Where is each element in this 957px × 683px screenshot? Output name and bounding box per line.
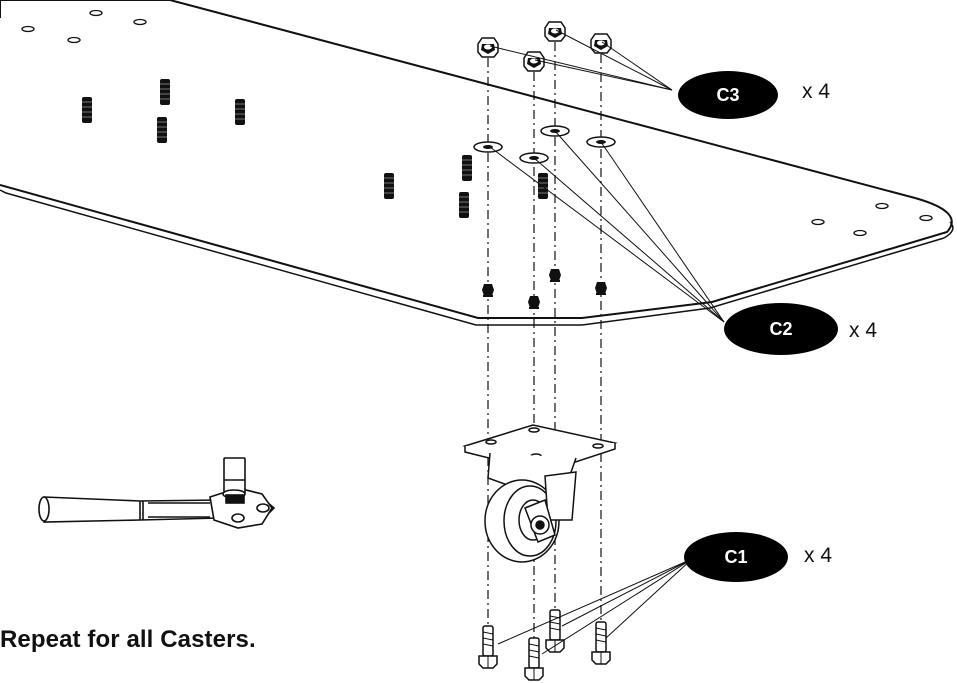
table-top-plate — [0, 0, 954, 326]
callout-c2-quantity: x 4 — [849, 319, 877, 342]
callout-c1-label: C1 — [724, 547, 747, 567]
bolts-c1 — [478, 609, 611, 681]
callout-c1-quantity: x 4 — [804, 544, 832, 567]
callout-c2-label: C2 — [769, 319, 792, 339]
alignment-lines — [487, 42, 602, 665]
caster-wheel — [462, 424, 618, 563]
ratchet-wrench-icon — [38, 457, 276, 529]
callout-leaders — [489, 29, 725, 655]
callout-c3: C3 x 4 — [678, 71, 830, 119]
callout-c1: C1 x 4 — [684, 532, 832, 582]
callout-c3-quantity: x 4 — [802, 80, 830, 103]
callout-c3-label: C3 — [716, 85, 739, 105]
lock-nuts-c3 — [477, 21, 612, 72]
instruction-text: Repeat for all Casters. — [0, 626, 256, 653]
callout-c2: C2 x 4 — [724, 303, 877, 355]
